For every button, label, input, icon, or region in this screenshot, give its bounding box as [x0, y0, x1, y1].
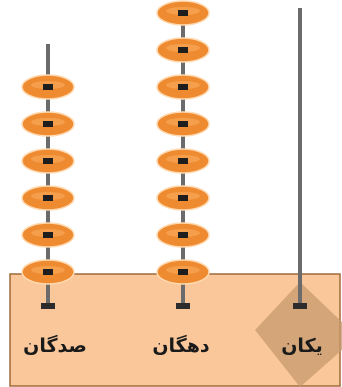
- label-hundreds: صدگان: [23, 335, 87, 357]
- label-tens: دهگان: [152, 335, 210, 357]
- bead-hole: [178, 232, 188, 238]
- bead-hole: [178, 121, 188, 127]
- label-ones: یکان: [281, 335, 323, 357]
- rod-foot-2: [293, 303, 307, 309]
- bead-hole: [43, 84, 53, 90]
- bead-hole: [178, 47, 188, 53]
- bead-hole: [178, 158, 188, 164]
- bead-hole: [43, 121, 53, 127]
- bead-hole: [178, 269, 188, 275]
- bead-hole: [43, 158, 53, 164]
- base-shadow-band: [255, 282, 342, 387]
- bead-hole: [178, 10, 188, 16]
- bead-hole: [178, 195, 188, 201]
- rod-foot-0: [41, 303, 55, 309]
- rod-foot-1: [176, 303, 190, 309]
- bead-hole: [43, 195, 53, 201]
- bead-hole: [178, 84, 188, 90]
- bead-hole: [43, 269, 53, 275]
- bead-hole: [43, 232, 53, 238]
